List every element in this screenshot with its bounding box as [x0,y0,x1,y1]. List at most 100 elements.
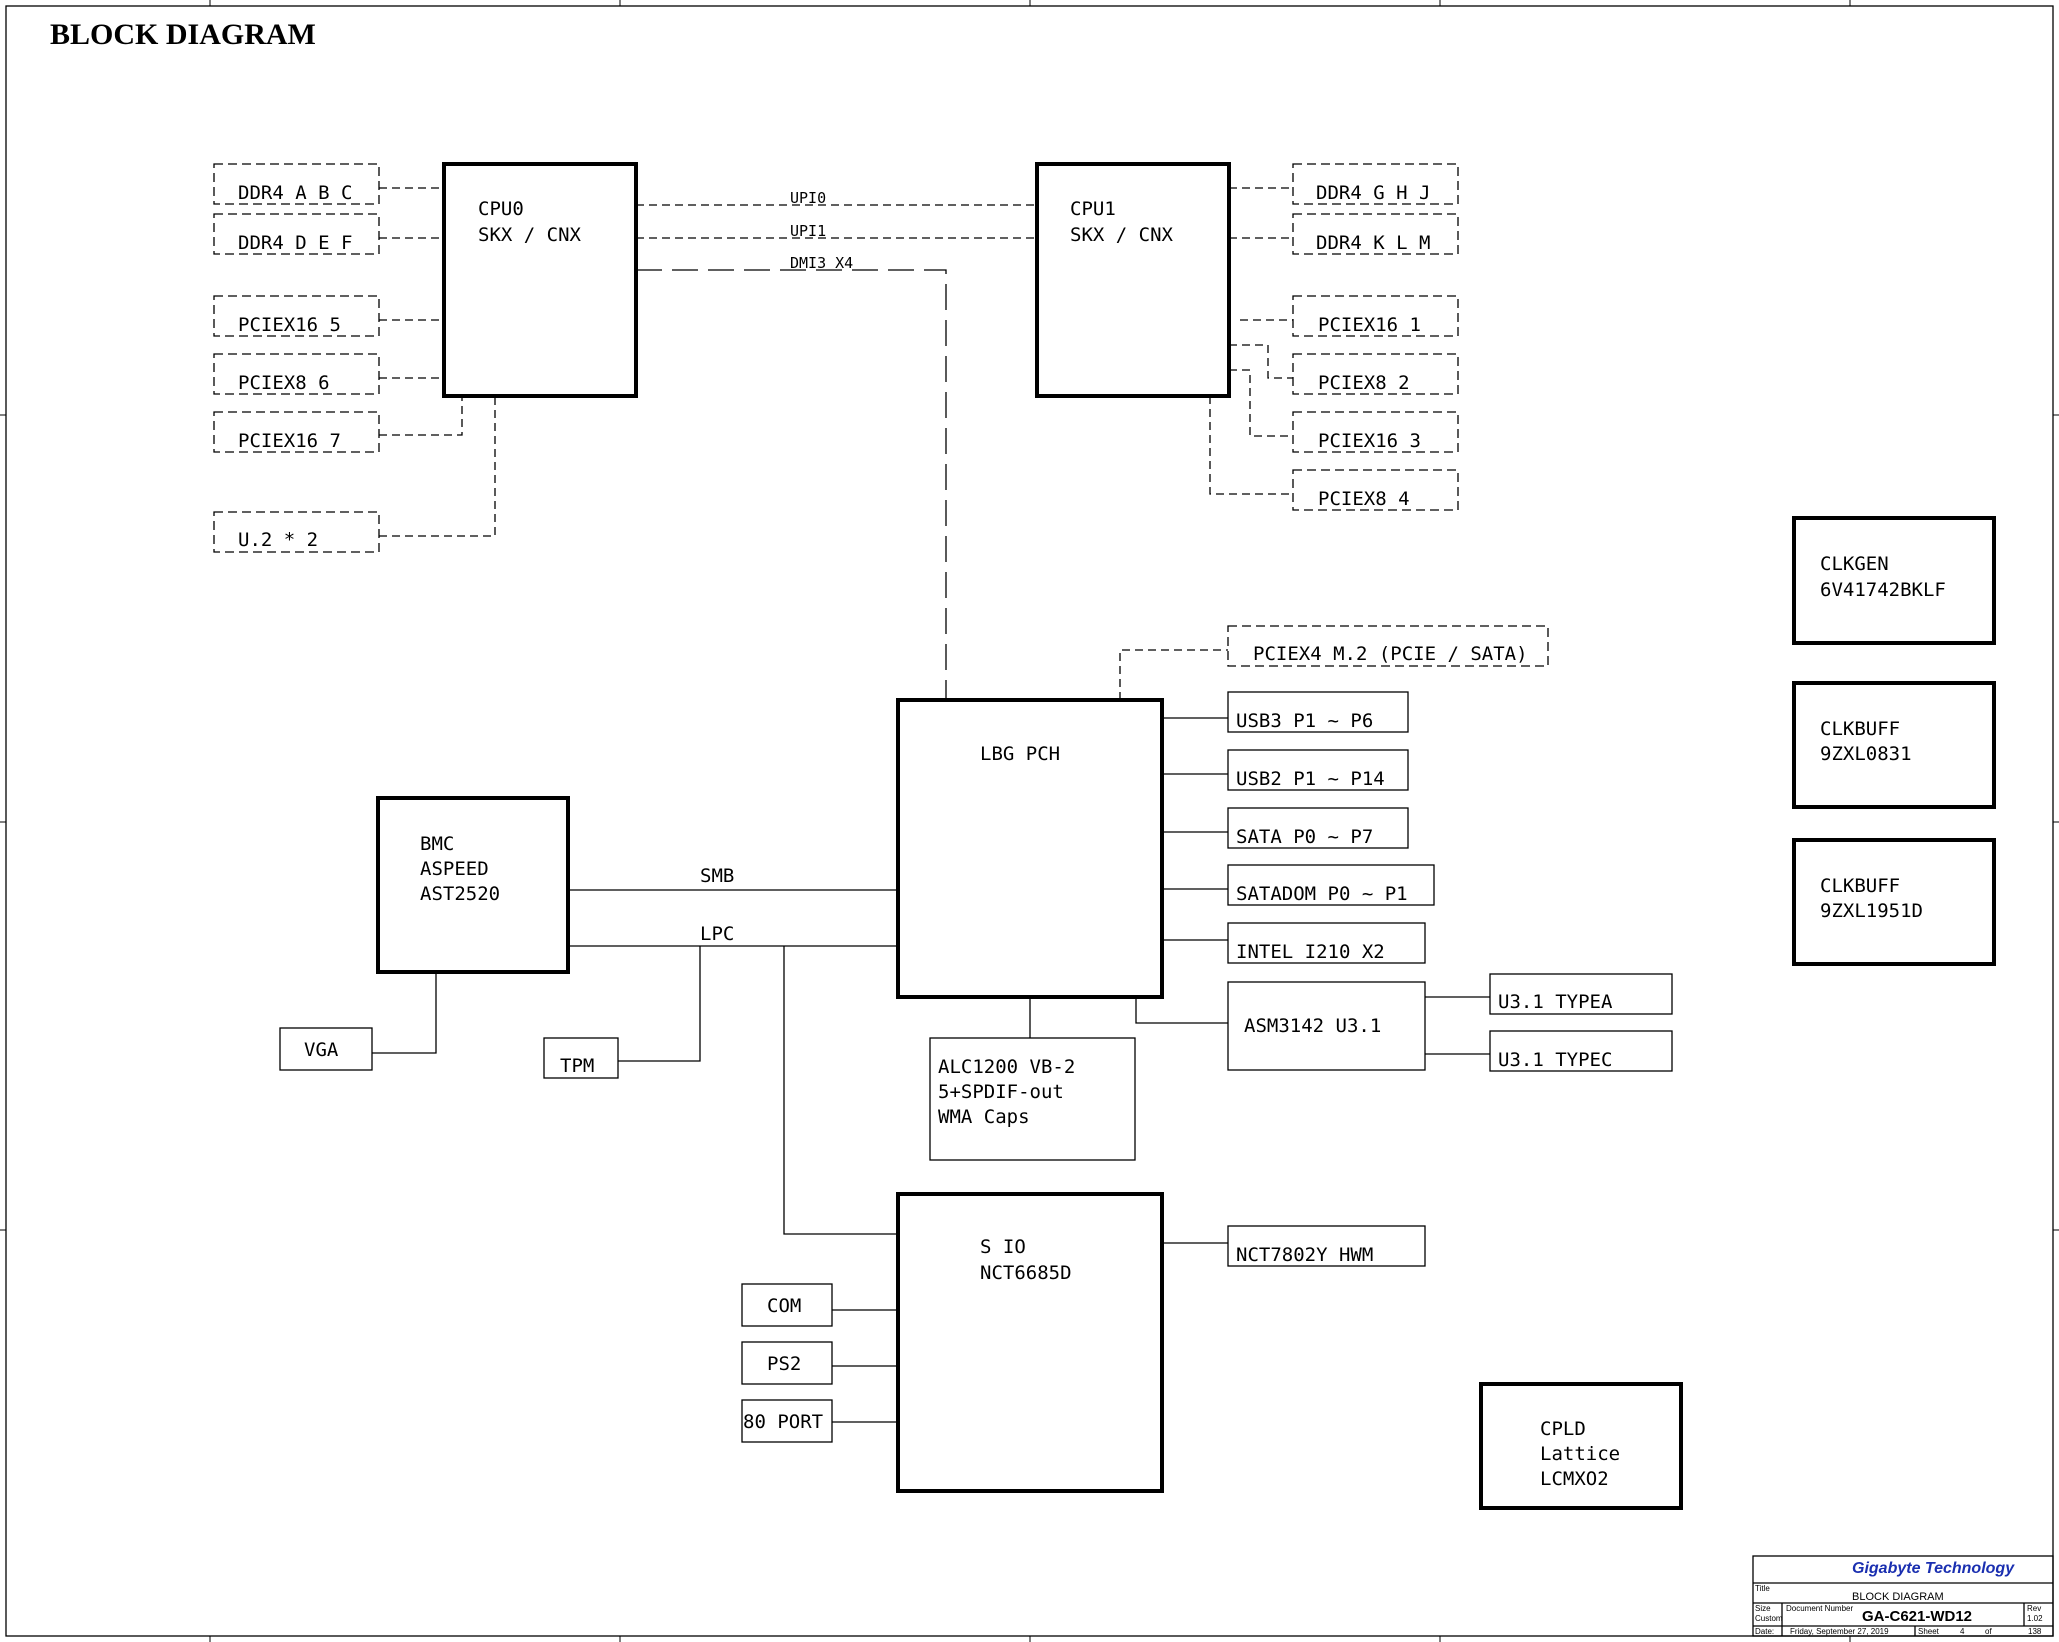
port-pciex8-2-label: PCIEX8 2 [1318,372,1410,394]
port-usb3-label: USB3 P1 ~ P6 [1236,710,1373,732]
port-u2 [213,511,380,553]
title-block-doc-value: GA-C621-WD12 [1862,1608,1972,1625]
port-pciex16-1 [1292,295,1459,337]
bmc-line1: BMC [420,833,454,855]
port-ddr4-def [213,213,380,255]
title-block-date-label: Date: [1755,1627,1774,1636]
title-block-of-value: 138 [2028,1627,2042,1636]
cpu1-block [1035,162,1231,398]
port-pciex8-4 [1292,469,1459,511]
tpm-block [543,1037,619,1079]
port-pciex8-2 [1292,353,1459,395]
cpu1-label: CPU1 [1070,198,1116,220]
tpm-label: TPM [560,1055,594,1077]
link-upi0-label: UPI0 [790,189,826,207]
clkbuff2-line1: CLKBUFF [1820,875,1900,897]
wire-bmc-vga [372,972,437,1054]
clkbuff2-line2: 9ZXL1951D [1820,900,1923,922]
port-typec [1489,1030,1673,1072]
port-ddr4-ghj [1292,163,1459,205]
port-pciex16-7-label: PCIEX16 7 [238,430,341,452]
port-usb2 [1227,749,1409,791]
title-block-date-value: Friday, September 27, 2019 [1790,1627,1889,1636]
hwm-block [1227,1225,1426,1267]
title-block-company: Gigabyte Technology [1852,1560,2015,1577]
cpu-interconnect [636,204,1037,700]
audio-block [929,1037,1136,1161]
clkbuff1-line2: 9ZXL0831 [1820,743,1912,765]
port-ddr4-klm-label: DDR4 K L M [1316,232,1430,254]
port-pciex16-7 [213,411,380,453]
clkbuff1-block [1792,681,1996,809]
audio-line1: ALC1200 VB-2 [938,1056,1075,1078]
clkbuff1-line1: CLKBUFF [1820,718,1900,740]
cpld-line1: CPLD [1540,1418,1586,1440]
port-usb2-label: USB2 P1 ~ P14 [1236,768,1385,790]
cpld-line2: Lattice [1540,1443,1620,1465]
asm3142-label: ASM3142 U3.1 [1244,1015,1381,1037]
title-block-sheet-label: Sheet [1918,1627,1940,1636]
port-ddr4-abc [213,163,380,205]
cpu0-block [442,162,638,398]
title-block-size-value: Custom [1755,1614,1783,1623]
bmc-line3: AST2520 [420,883,500,905]
vga-block [279,1027,373,1071]
wire-pch-asm [1135,997,1228,1024]
cpu0-label: CPU0 [478,198,524,220]
port80-block [741,1399,833,1443]
title-block [1752,1555,2054,1637]
cpu0-subtitle: SKX / CNX [478,224,582,246]
asm3142-block [1227,981,1426,1071]
title-block-size-label: Size [1755,1604,1771,1613]
link-dmi-label: DMI3 X4 [790,254,853,272]
title-block-title-label: Title [1755,1584,1770,1593]
wire-lpc-sio [783,946,898,1235]
port-pciex16-5-label: PCIEX16 5 [238,314,341,336]
clkgen-line2: 6V41742BKLF [1820,579,1946,601]
port-lan-label: INTEL I210 X2 [1236,941,1385,963]
port80-label: 80 PORT [743,1411,823,1433]
com-label: COM [767,1295,801,1317]
port-ddr4-abc-label: DDR4 A B C [238,182,352,204]
port-typea [1489,973,1673,1015]
diagram-title: BLOCK DIAGRAM [50,18,316,51]
cpld-block [1479,1382,1683,1510]
hwm-label: NCT7802Y HWM [1236,1244,1373,1266]
cpu1-subtitle: SKX / CNX [1070,224,1174,246]
port-m2 [1227,625,1549,667]
link-upi1-label: UPI1 [790,222,826,240]
port-ddr4-ghj-label: DDR4 G H J [1316,182,1430,204]
port-pciex16-3-label: PCIEX16 3 [1318,430,1421,452]
port-lan [1227,922,1426,964]
audio-line2: 5+SPDIF-out [938,1081,1064,1103]
audio-line3: WMA Caps [938,1106,1030,1128]
clkbuff2-block [1792,838,1996,966]
bmc-block [376,796,570,974]
cpld-line3: LCMXO2 [1540,1468,1609,1490]
ps2-label: PS2 [767,1353,801,1375]
clkgen-block [1792,516,1996,645]
port-ddr4-def-label: DDR4 D E F [238,232,352,254]
pch-label: LBG PCH [980,743,1060,765]
vga-label: VGA [304,1039,339,1061]
sio-line2: NCT6685D [980,1262,1072,1284]
ps2-block [741,1341,833,1385]
port-typea-label: U3.1 TYPEA [1498,991,1613,1013]
bmc-line2: ASPEED [420,858,489,880]
title-block-doc-label: Document Number [1786,1604,1853,1613]
port-pciex16-3 [1292,411,1459,453]
link-lpc-label: LPC [700,923,734,945]
wire-m2 [1119,649,1228,700]
title-block-of-label: of [1985,1627,1992,1636]
cpu0-port-wires [379,187,496,537]
title-block-title-value: BLOCK DIAGRAM [1852,1591,1944,1603]
port-sata-label: SATA P0 ~ P7 [1236,826,1373,848]
port-pciex16-5 [213,295,380,337]
title-block-sheet-value: 4 [1960,1627,1965,1636]
port-ddr4-klm [1292,213,1459,255]
port-pciex16-1-label: PCIEX16 1 [1318,314,1421,336]
port-satadom [1227,864,1435,906]
sio-line1: S IO [980,1236,1026,1258]
